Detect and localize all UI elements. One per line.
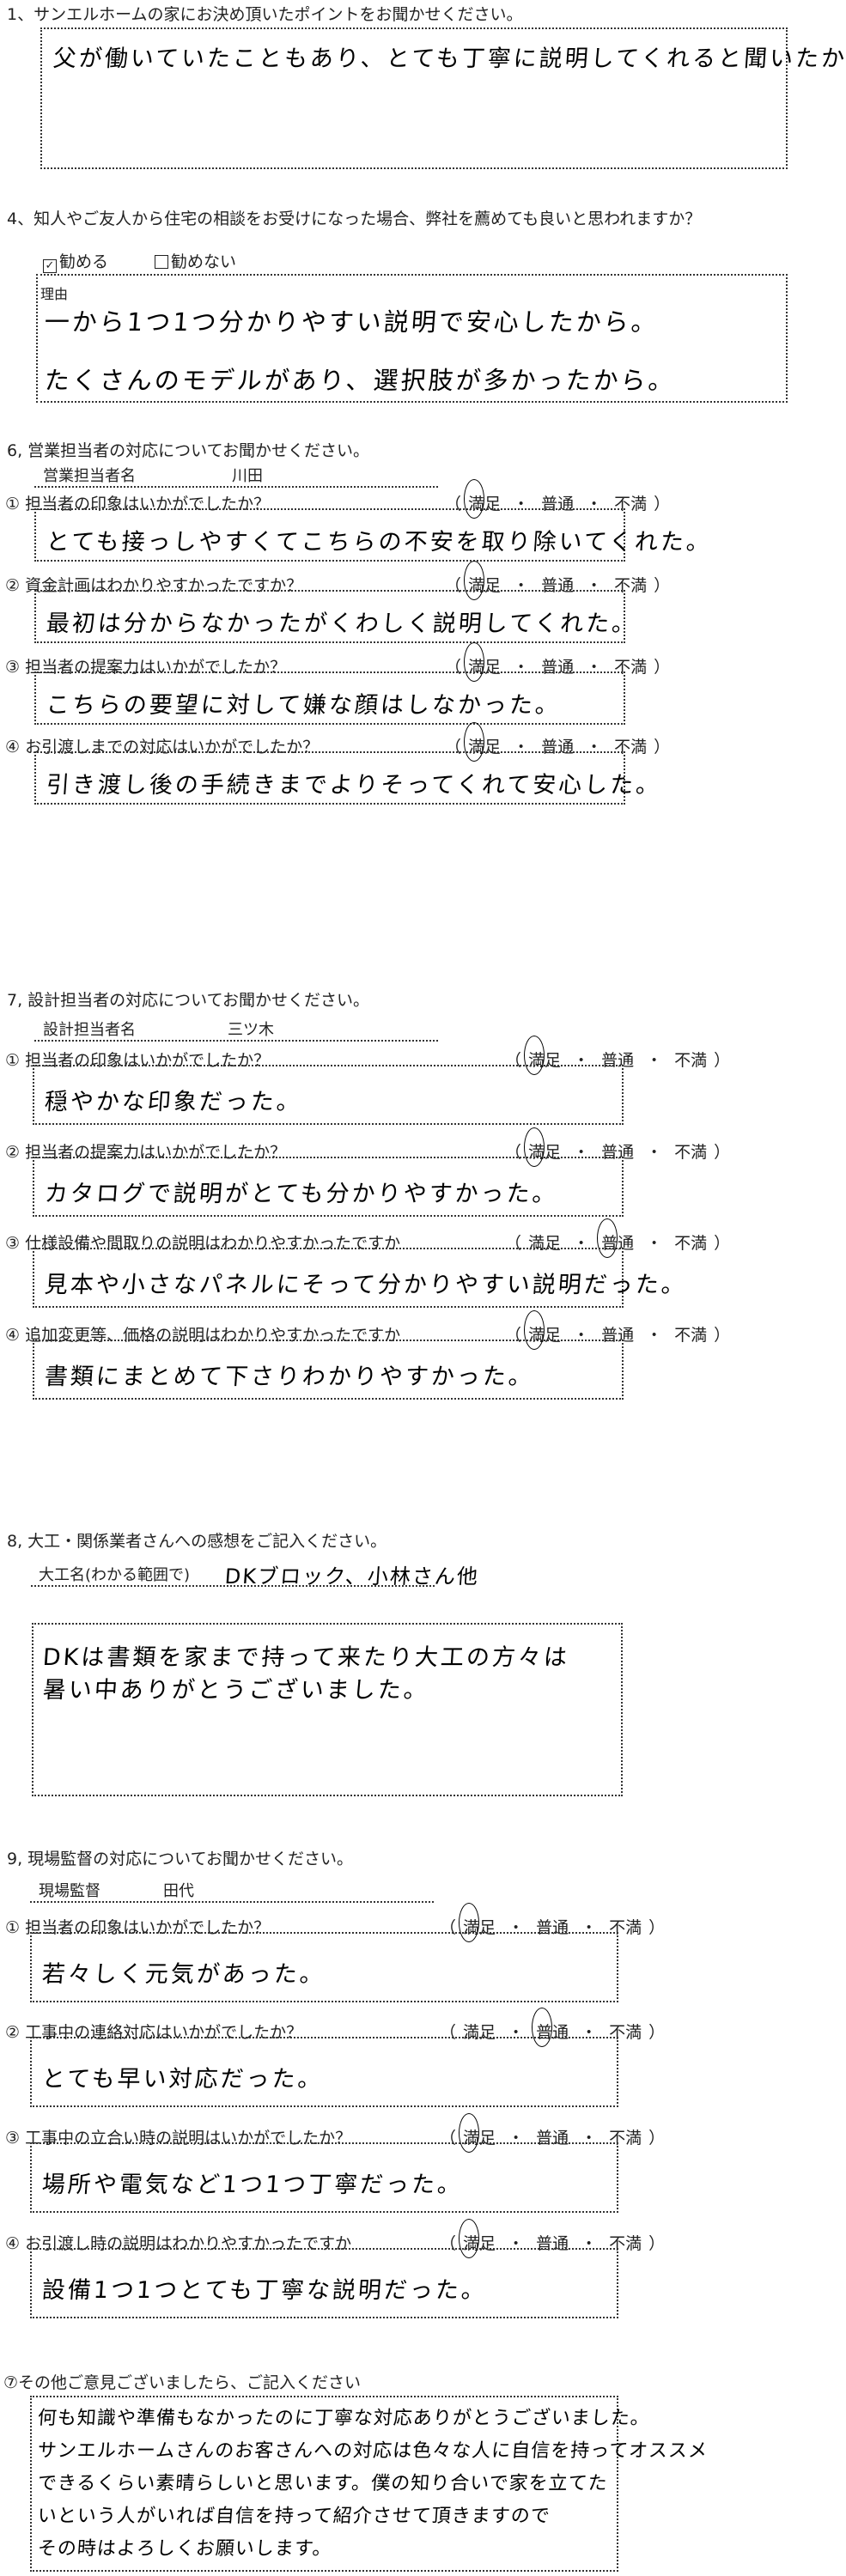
rating-option-2[interactable]: 不満 xyxy=(674,1326,708,1345)
answer-box[interactable] xyxy=(33,1157,624,1217)
handwritten-answer: こちらの要望に対して嫌な顔はしなかった。 xyxy=(45,692,563,719)
person-name: 三ツ木 xyxy=(228,1021,274,1039)
answer-box[interactable] xyxy=(30,2142,618,2213)
handwritten-answer: 穏やかな印象だった。 xyxy=(43,1089,303,1115)
handwritten-answer: その時はよろしくお願いします。 xyxy=(36,2538,333,2560)
handwritten-answer: DKは書類を家まで持って来たり大工の方々は xyxy=(41,1644,571,1671)
answer-box[interactable] xyxy=(34,671,625,725)
answer-box[interactable] xyxy=(33,1340,624,1400)
q6-title: 6, 営業担当者の対応についてお聞かせください。 xyxy=(7,441,370,460)
handwritten-answer: できるくらい素晴らしいと思います。僕の知り合いで家を立てた xyxy=(36,2473,609,2494)
answer-box[interactable] xyxy=(30,1932,618,2002)
checkbox-icon[interactable]: ✓ xyxy=(43,259,57,273)
recommend-option-checkbox[interactable]: ✓勧める xyxy=(43,249,109,273)
rating-separator: ・ xyxy=(646,1234,663,1253)
other-comments-title: ⑦その他ご意見ございましたら、ご記入ください xyxy=(3,2373,362,2392)
handwritten-answer: とても早い対応だった。 xyxy=(40,2066,325,2093)
handwritten-answer: 暑い中ありがとうございました。 xyxy=(41,1677,430,1704)
answer-box[interactable] xyxy=(34,508,625,562)
reason-box[interactable] xyxy=(36,274,788,403)
person-underline xyxy=(30,1901,434,1903)
handwritten-answer: 父が働いていたこともあり、とても丁寧に説明してくれると聞いたから。 xyxy=(52,46,846,72)
answer-box[interactable] xyxy=(30,2037,618,2107)
answer-box[interactable] xyxy=(33,1248,624,1308)
handwritten-answer: 何も知識や準備もなかったのに丁寧な対応ありがとうございました。 xyxy=(36,2408,651,2429)
handwritten-answer: たくさんのモデルがあり、選択肢が多かったから。 xyxy=(43,366,677,395)
answer-box[interactable] xyxy=(33,1065,624,1125)
q7-title: 7, 設計担当者の対応についてお聞かせください。 xyxy=(7,991,370,1010)
recommend-option-checkbox[interactable]: 勧めない xyxy=(155,249,236,272)
handwritten-answer: 場所や電気など1つ1つ丁寧だった。 xyxy=(40,2172,465,2198)
handwritten-answer: 一から1つ1つ分かりやすい説明で安心したから。 xyxy=(43,307,660,337)
rating-separator: ・ xyxy=(646,1051,663,1070)
reason-label: 理由 xyxy=(40,286,69,302)
rating-option-2[interactable]: 不満 xyxy=(674,1234,708,1253)
handwritten-answer: カタログで説明がとても分かりやすかった。 xyxy=(43,1181,559,1207)
answer-box-1[interactable] xyxy=(40,27,788,169)
handwritten-answer: 引き渡し後の手続きまでよりそってくれて安心した。 xyxy=(45,772,663,799)
person-label: 現場監督 xyxy=(39,1882,100,1900)
checkbox-label: 勧めない xyxy=(171,252,237,271)
person-name: 川田 xyxy=(232,467,263,485)
person-underline xyxy=(34,1040,438,1042)
checkbox-label: 勧める xyxy=(59,252,109,271)
answer-box[interactable] xyxy=(34,751,625,805)
handwritten-answer: 見本や小さなパネルにそって分かりやすい説明だった。 xyxy=(43,1272,688,1298)
person-name: 田代 xyxy=(163,1882,194,1900)
rating-option-2[interactable]: 不満 xyxy=(674,1051,708,1070)
person-label: 営業担当者名 xyxy=(43,467,136,485)
handwritten-answer: サンエルホームさんのお客さんへの対応は色々な人に自信を持ってオススメ xyxy=(36,2440,709,2462)
carpenter-label: 大工名(わかる範囲で) xyxy=(39,1566,191,1584)
answer-box[interactable] xyxy=(34,590,625,643)
answer-box-8[interactable] xyxy=(32,1623,623,1796)
checkbox-icon[interactable] xyxy=(155,255,168,269)
question-4-title: 4、知人やご友人から住宅の相談をお受けになった場合、弊社を薦めても良いと思われま… xyxy=(7,210,702,228)
handwritten-answer: 最初は分からなかったがくわしく説明してくれた。 xyxy=(45,611,639,637)
rating-separator: ・ xyxy=(646,1143,663,1162)
q9-title: 9, 現場監督の対応についてお聞かせください。 xyxy=(7,1850,354,1868)
handwritten-answer: 設備1つ1つとても丁寧な説明だった。 xyxy=(40,2277,489,2304)
handwritten-answer: いという人がいれば自信を持って紹介させて頂きますので xyxy=(36,2506,551,2527)
handwritten-answer: とても接っしやすくてこちらの不安を取り除いてくれた。 xyxy=(45,529,714,556)
question-8-title: 8, 大工・関係業者さんへの感想をご記入ください。 xyxy=(7,1532,387,1551)
rating-separator: ・ xyxy=(646,1326,663,1345)
handwritten-answer: 若々しく元気があった。 xyxy=(40,1961,326,1988)
other-comments-box[interactable] xyxy=(30,2396,618,2572)
person-label: 設計担当者名 xyxy=(43,1021,136,1039)
answer-box[interactable] xyxy=(30,2248,618,2318)
question-1-title: 1、サンエルホームの家にお決め頂いたポイントをお聞かせください。 xyxy=(7,5,523,24)
carpenter-underline xyxy=(31,1585,435,1587)
person-underline xyxy=(34,486,438,488)
handwritten-answer: 書類にまとめて下さりわかりやすかった。 xyxy=(43,1364,535,1390)
rating-option-2[interactable]: 不満 xyxy=(674,1143,708,1162)
